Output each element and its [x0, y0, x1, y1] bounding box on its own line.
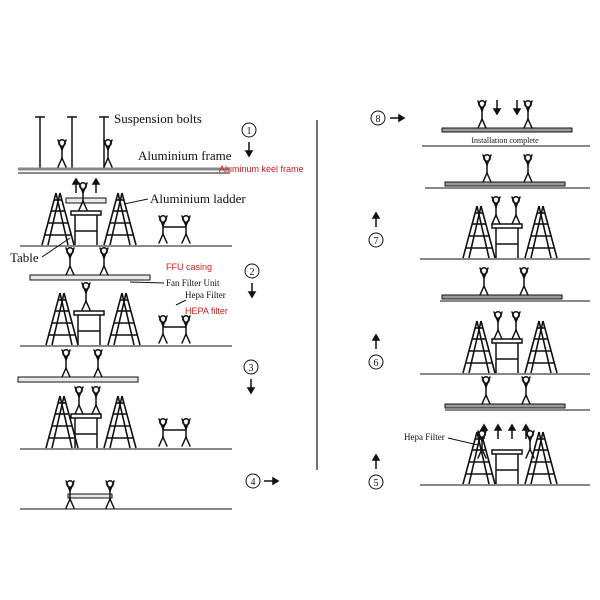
label-aluminium-ladder: Aluminium ladder: [150, 191, 246, 206]
step-1-number: 1: [247, 126, 252, 137]
step-4-circle: [245, 473, 261, 489]
label-hepa-filter-red: HEPA filter: [185, 306, 228, 316]
step-6-number: 6: [374, 358, 379, 369]
step-2-circle: [244, 263, 260, 279]
step-4-arrow-right-icon: [263, 477, 279, 485]
label-aluminum-keel-frame: Aluminum keel frame: [219, 164, 304, 174]
scene-step6-ladder: [420, 311, 590, 375]
step-1-circle: [241, 122, 257, 138]
scene-step4: [20, 480, 232, 510]
label-aluminium-frame: Aluminium frame: [138, 148, 232, 163]
label-installation-complete: Installation complete: [471, 136, 539, 145]
scene-ffu: [20, 247, 232, 347]
scene-step7-ladder: [420, 196, 590, 260]
step-5-arrow-up-icon: [372, 454, 380, 470]
scene-step5-ladder: [420, 424, 590, 486]
step-7-circle: [368, 232, 384, 248]
label-hepa-filter: Hepa Filter: [185, 290, 226, 300]
scene-step7-top: [425, 154, 590, 189]
label-hepa-filter-right: Hepa Filter: [404, 432, 445, 442]
step-3-circle: [243, 359, 259, 375]
scene-step3: [17, 349, 232, 450]
scene-ladder: [20, 178, 232, 247]
scene-step6-top: [440, 267, 590, 302]
step-3-arrow-down-icon: [247, 378, 255, 394]
step-7-number: 7: [374, 236, 379, 247]
step-4-number: 4: [251, 477, 256, 488]
label-fan-filter-unit: Fan Filter Unit: [166, 278, 220, 288]
step-5-number: 5: [374, 478, 379, 489]
scene-step5-top: [444, 376, 590, 411]
label-ffu-casing: FFU casing: [166, 262, 212, 272]
step-8-arrow-right-icon: [389, 114, 405, 122]
scene-suspension: [18, 116, 230, 174]
step-3-number: 3: [249, 363, 254, 374]
scene-step8: [422, 99, 590, 147]
step-8-number: 8: [376, 114, 381, 125]
step-2-number: 2: [250, 267, 255, 278]
step-1-arrow-down-icon: [245, 141, 253, 157]
step-8-circle: [370, 110, 386, 126]
step-2-arrow-down-icon: [248, 282, 256, 298]
label-suspension-bolts: Suspension bolts: [114, 111, 202, 126]
step-6-arrow-up-icon: [372, 334, 380, 350]
step-5-circle: [368, 474, 384, 490]
step-7-arrow-up-icon: [372, 212, 380, 228]
step-6-circle: [368, 354, 384, 370]
label-table: Table: [10, 250, 39, 265]
